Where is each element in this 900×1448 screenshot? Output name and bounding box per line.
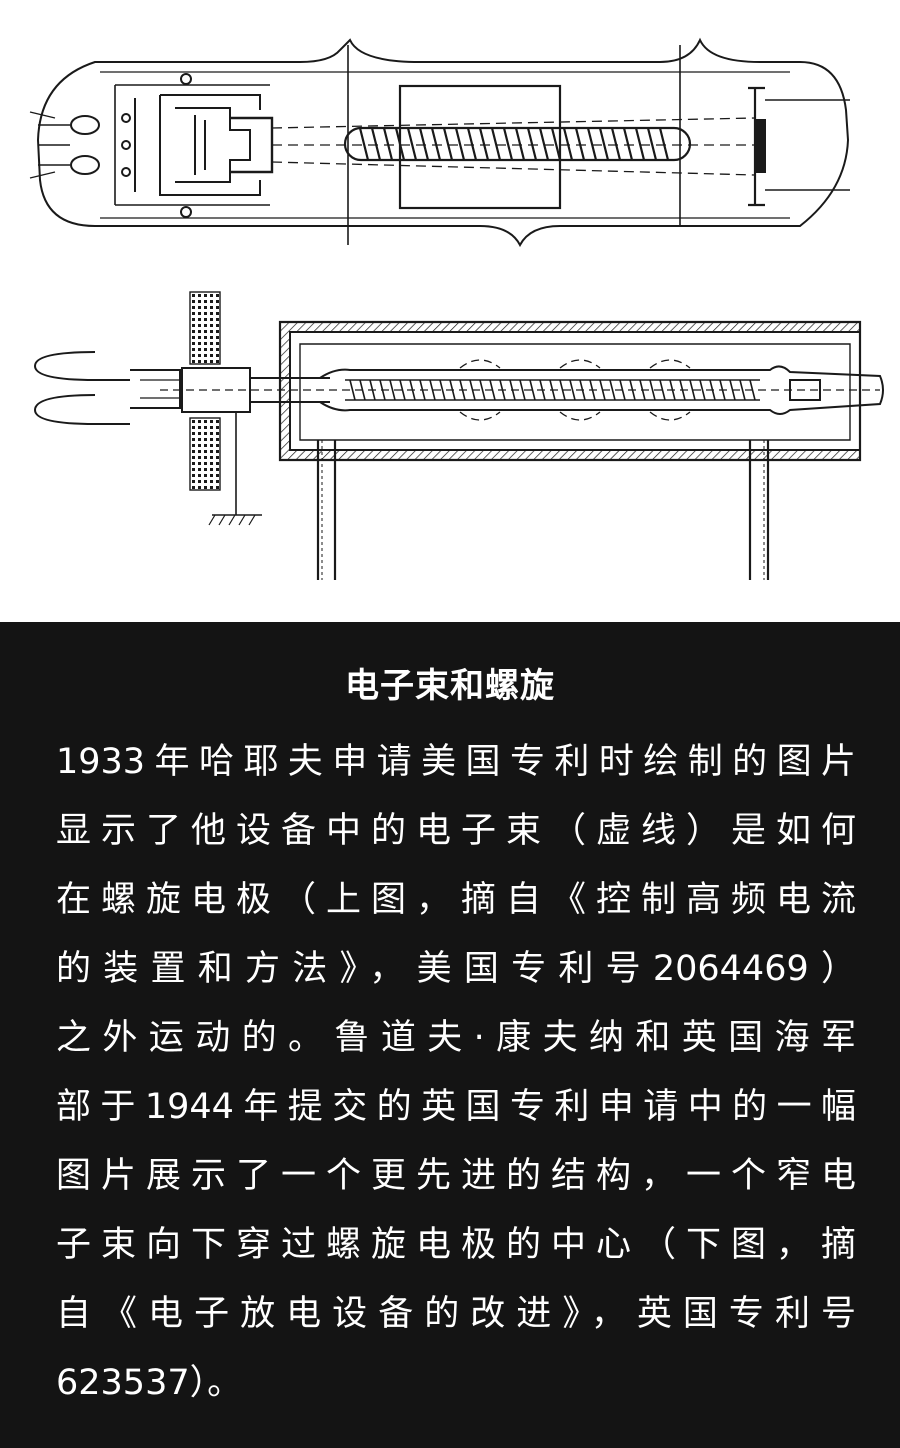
caption-line: 在螺旋电极（上图，摘自《控制高频电流 — [56, 880, 856, 920]
top-helix-coil — [343, 126, 692, 162]
top-electron-beam — [271, 117, 756, 176]
patent-drawings — [0, 0, 900, 622]
bottom-electron-beam — [160, 359, 880, 421]
caption-line: 子束向下穿过螺旋电极的中心（下图，摘 — [56, 1225, 856, 1265]
caption-line: 1933年哈耶夫申请美国专利时绘制的图片 — [56, 742, 856, 782]
patent-drawings-svg — [29, 37, 884, 580]
caption-body: 1933年哈耶夫申请美国专利时绘制的图片 显示了他设备中的电子束（虚线）是如何 … — [56, 728, 856, 1418]
caption-title: 电子束和螺旋 — [345, 666, 555, 706]
caption-line: 显示了他设备中的电子束（虚线）是如何 — [56, 811, 856, 851]
caption-line: 自《电子放电设备的改进》，英国专利号 — [56, 1294, 856, 1334]
caption-panel — [0, 622, 900, 1448]
caption-line: 之外运动的。鲁道夫·康夫纳和英国海军 — [56, 1018, 856, 1058]
top-drawing-helix-tube — [29, 37, 850, 248]
caption-line: 图片展示了一个更先进的结构，一个窄电 — [56, 1156, 856, 1196]
caption-line: 部于1944年提交的英国专利申请中的一幅 — [56, 1087, 856, 1127]
caption-line: 623537）。 — [56, 1363, 243, 1403]
bottom-drawing-helix-tube — [33, 291, 884, 580]
caption-line: 的装置和方法》，美国专利号2064469） — [56, 949, 856, 989]
